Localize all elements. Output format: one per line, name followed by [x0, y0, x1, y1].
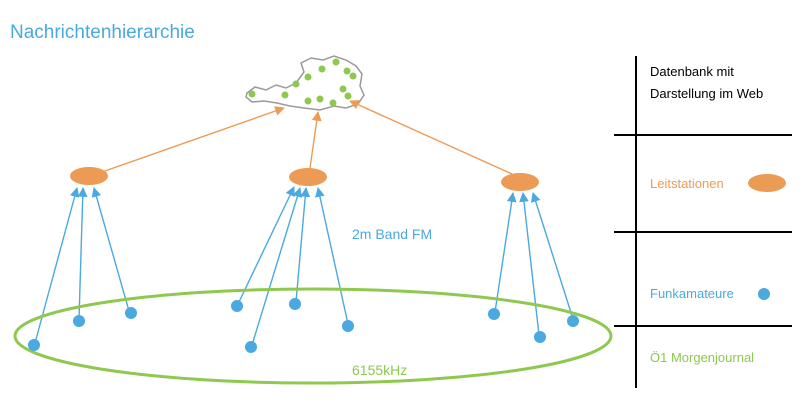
- leitstationen: [70, 167, 539, 191]
- arrow-middle-station-to-map: [309, 111, 322, 169]
- leitstation-ellipse-icon: [748, 174, 786, 192]
- legend-dividers: [614, 56, 792, 388]
- legend-amateurs-label: Funkamateure: [650, 286, 734, 301]
- broadcast-area-ellipse: [13, 287, 613, 385]
- funkamateur-dot: [231, 300, 243, 312]
- funkamateur-dot: [245, 341, 257, 353]
- page-title: Nachrichtenhierarchie: [10, 22, 195, 43]
- legend-database-line1: Datenbank mit: [650, 64, 734, 79]
- leitstation-right: [501, 173, 539, 191]
- arrow-right-station-to-map: [349, 100, 513, 175]
- funkamateur-dot: [488, 308, 500, 320]
- funkamateur-dot: [567, 315, 579, 327]
- leitstation-left: [70, 167, 108, 185]
- funkamateur-dot: [125, 307, 137, 319]
- austria-map-icon: [245, 55, 365, 111]
- station-to-database-arrows: [101, 100, 513, 175]
- leitstation-middle: [289, 168, 327, 186]
- funkamateur-dot: [73, 315, 85, 327]
- legend-journal-label: Ö1 Morgenjournal: [650, 350, 754, 365]
- funkamateur-dot: [534, 331, 546, 343]
- legend-stations-label: Leitstationen: [650, 176, 724, 191]
- funkamateur-dot-icon: [758, 288, 770, 300]
- legend-database-line2: Darstellung im Web: [650, 86, 763, 101]
- band-label: 2m Band FM: [352, 226, 432, 242]
- arrow-left-station-to-map: [101, 106, 285, 173]
- funkamateur-dot: [28, 339, 40, 351]
- funkamateur-dot: [289, 298, 301, 310]
- frequency-label: 6155kHz: [352, 362, 407, 378]
- funkamateure: [28, 298, 579, 353]
- funkamateur-dot: [342, 320, 354, 332]
- amateur-to-station-arrows: [34, 186, 574, 346]
